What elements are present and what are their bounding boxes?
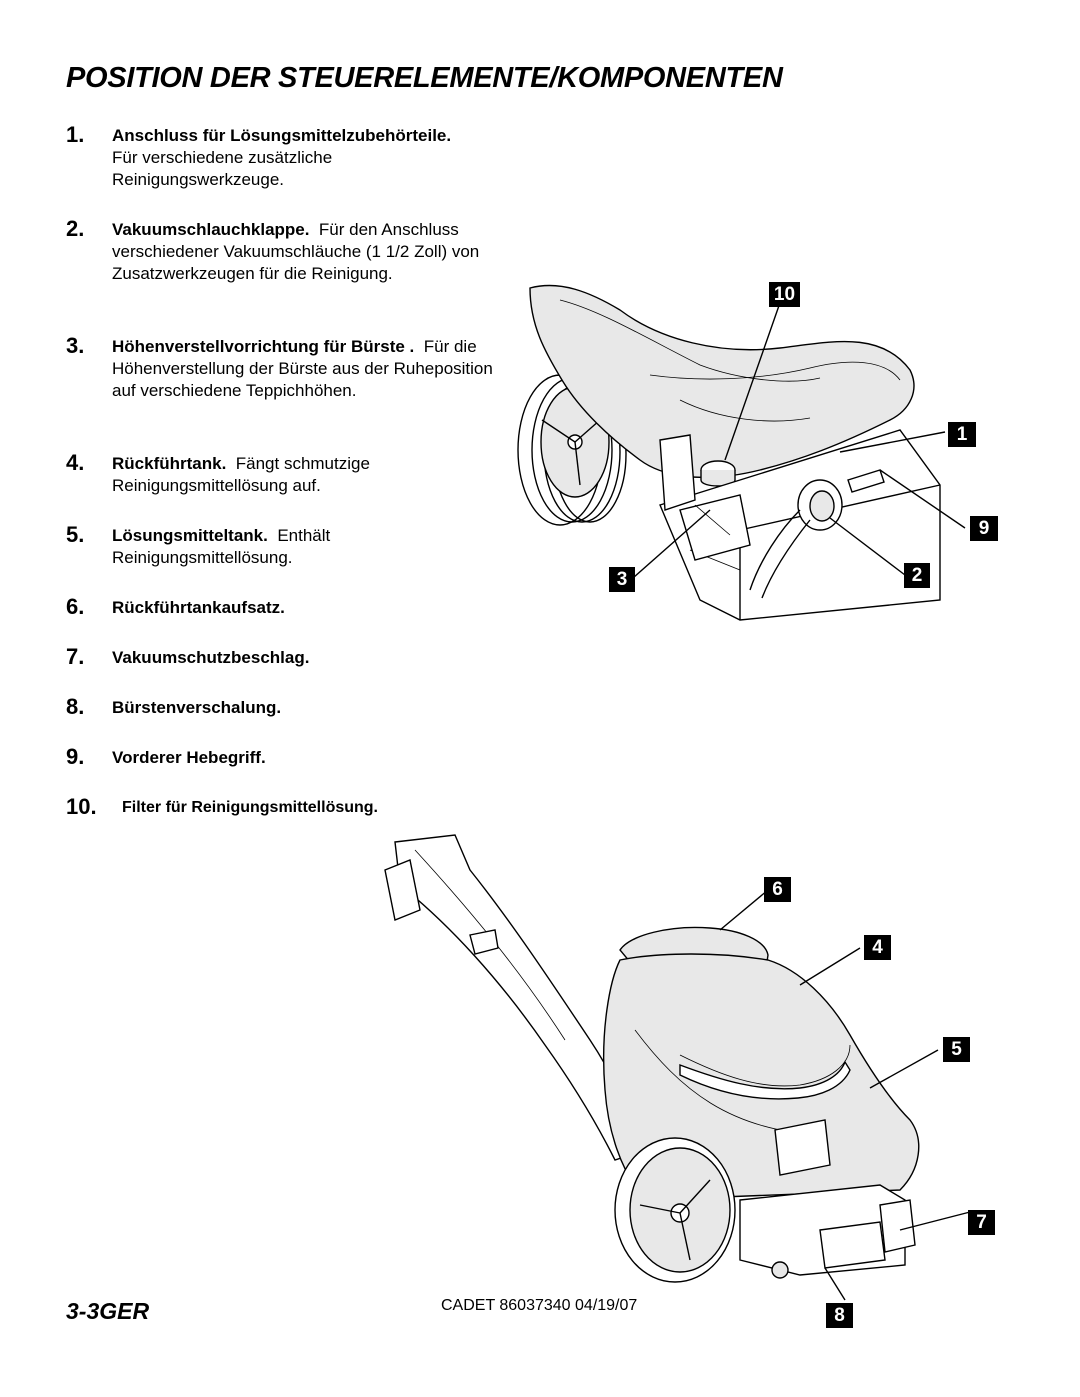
- item-title: Vakuumschlauchklappe.: [112, 220, 310, 239]
- item-title: Bürstenverschalung.: [112, 698, 282, 717]
- list-item-6: 6. Rückführtankaufsatz.: [66, 594, 526, 619]
- item-number: 2.: [66, 216, 85, 241]
- item-description: Für die Höhenverstellung der Bürste aus …: [112, 337, 493, 400]
- item-description: Für verschiedene zusätzliche Reinigungsw…: [112, 148, 333, 189]
- page-title: POSITION DER STEUERELEMENTE/KOMPONENTEN: [66, 62, 783, 94]
- page-number-label: 3-3GER: [66, 1298, 150, 1324]
- machine-front-illustration: [517, 284, 966, 621]
- item-number: 10.: [66, 794, 97, 819]
- callout-label-8: 8: [826, 1303, 853, 1328]
- list-item-9: 9. Vorderer Hebegriff.: [66, 744, 526, 769]
- list-item-10: 10. Filter für Reinigungsmittellösung.: [66, 794, 526, 819]
- item-number: 7.: [66, 644, 85, 669]
- callout-label-7: 7: [968, 1210, 995, 1235]
- item-title: Rückführtankaufsatz.: [112, 598, 285, 617]
- item-title: Lösungsmitteltank.: [112, 526, 268, 545]
- item-number: 6.: [66, 594, 85, 619]
- item-title: Filter für Reinigungsmittellösung.: [122, 799, 378, 816]
- callout-label-1: 1: [948, 422, 976, 447]
- callout-label-4: 4: [864, 935, 891, 960]
- item-number: 5.: [66, 522, 85, 547]
- item-description: Fängt schmutzige Reinigungsmittellösung …: [112, 454, 370, 495]
- callout-label-6: 6: [764, 877, 791, 902]
- callout-label-3: 3: [609, 567, 635, 592]
- machine-side-illustration: [384, 834, 971, 1301]
- item-number: 4.: [66, 450, 85, 475]
- callout-label-5: 5: [943, 1037, 970, 1062]
- callout-label-9: 9: [970, 516, 998, 541]
- item-title: Rückführtank.: [112, 454, 227, 473]
- callout-label-10: 10: [769, 282, 800, 307]
- list-item-7: 7. Vakuumschutzbeschlag.: [66, 644, 526, 669]
- item-number: 3.: [66, 333, 85, 358]
- callout-label-2: 2: [904, 563, 930, 588]
- document-footer: CADET 86037340 04/19/07: [441, 1297, 638, 1314]
- item-description: Enthält Reinigungsmittellösung.: [112, 526, 331, 567]
- item-description: Für den Anschluss verschiedener Vakuumsc…: [112, 220, 480, 283]
- item-title: Vakuumschutzbeschlag.: [112, 648, 310, 667]
- item-number: 1.: [66, 122, 85, 147]
- item-title: Vorderer Hebegriff.: [112, 748, 266, 767]
- item-number: 9.: [66, 744, 85, 769]
- list-item-2: 2. Vakuumschlauchklappe. Für den Anschlu…: [66, 216, 526, 285]
- list-item-5: 5. Lösungsmitteltank. Enthält Reinigungs…: [66, 522, 526, 569]
- item-title: Höhenverstellvorrichtung für Bürste .: [112, 337, 415, 356]
- list-item-4: 4. Rückführtank. Fängt schmutzige Reinig…: [66, 450, 526, 497]
- item-title: Anschluss für Lösungsmittelzubehörteile.: [112, 126, 452, 145]
- list-item-8: 8. Bürstenverschalung.: [66, 694, 526, 719]
- list-item-3: 3. Höhenverstellvorrichtung für Bürste .…: [66, 333, 526, 402]
- list-item-1: 1. Anschluss für Lösungsmittelzubehörtei…: [66, 122, 526, 191]
- item-number: 8.: [66, 694, 85, 719]
